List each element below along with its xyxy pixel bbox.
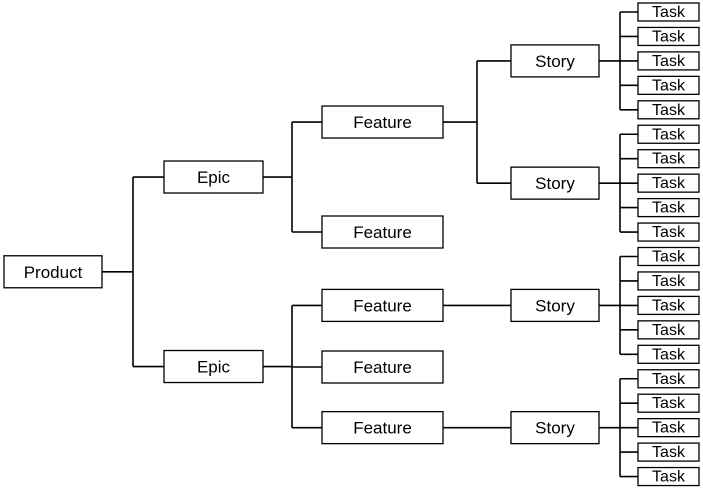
task-box bbox=[637, 100, 700, 120]
story-box bbox=[510, 410, 600, 445]
task-node: Task bbox=[637, 51, 700, 71]
story-label: Story bbox=[535, 296, 575, 315]
epic-box bbox=[163, 349, 264, 384]
task-label: Task bbox=[652, 371, 686, 388]
task-box bbox=[637, 51, 700, 71]
story-box bbox=[510, 44, 600, 78]
story-box bbox=[510, 288, 600, 323]
task-label: Task bbox=[652, 53, 686, 70]
feature-label: Feature bbox=[353, 296, 412, 315]
task-box bbox=[637, 295, 700, 316]
story-node: Story bbox=[510, 410, 600, 445]
task-label: Task bbox=[652, 224, 686, 241]
feature-node: Feature bbox=[321, 105, 444, 139]
product-box bbox=[3, 255, 103, 289]
task-label: Task bbox=[652, 420, 686, 437]
task-label: Task bbox=[652, 77, 686, 94]
story-label: Story bbox=[535, 52, 575, 71]
task-node: Task bbox=[637, 26, 700, 47]
task-node: Task bbox=[637, 271, 700, 291]
task-box bbox=[637, 26, 700, 47]
epic-box bbox=[163, 160, 264, 194]
epic-label: Epic bbox=[197, 168, 231, 187]
task-label: Task bbox=[652, 102, 686, 119]
task-label: Task bbox=[652, 346, 686, 363]
task-box bbox=[637, 2, 700, 22]
task-node: Task bbox=[637, 75, 700, 95]
task-box bbox=[637, 320, 700, 340]
task-label: Task bbox=[652, 444, 686, 461]
story-label: Story bbox=[535, 174, 575, 193]
task-node: Task bbox=[637, 222, 700, 242]
task-label: Task bbox=[652, 4, 686, 21]
task-node: Task bbox=[637, 124, 700, 144]
task-node: Task bbox=[637, 295, 700, 316]
task-node: Task bbox=[637, 369, 700, 389]
task-box bbox=[637, 197, 700, 218]
task-node: Task bbox=[637, 393, 700, 413]
task-box bbox=[637, 271, 700, 291]
task-node: Task bbox=[637, 149, 700, 169]
task-node: Task bbox=[637, 246, 700, 267]
feature-box bbox=[321, 215, 444, 249]
task-node: Task bbox=[637, 466, 700, 487]
feature-node: Feature bbox=[321, 215, 444, 249]
feature-label: Feature bbox=[353, 358, 412, 377]
product-node: Product bbox=[3, 255, 103, 289]
task-box bbox=[637, 344, 700, 364]
task-label: Task bbox=[652, 297, 686, 314]
epic-node: Epic bbox=[163, 349, 264, 384]
task-node: Task bbox=[637, 100, 700, 120]
task-box bbox=[637, 442, 700, 462]
task-box bbox=[637, 369, 700, 389]
task-box bbox=[637, 222, 700, 242]
story-node: Story bbox=[510, 288, 600, 323]
feature-box bbox=[321, 288, 444, 323]
task-node: Task bbox=[637, 173, 700, 193]
feature-box bbox=[321, 350, 444, 384]
feature-label: Feature bbox=[353, 223, 412, 242]
task-box bbox=[637, 75, 700, 95]
task-label: Task bbox=[652, 28, 686, 45]
feature-node: Feature bbox=[321, 288, 444, 323]
feature-label: Feature bbox=[353, 419, 412, 438]
task-node: Task bbox=[637, 2, 700, 22]
task-label: Task bbox=[652, 200, 686, 217]
task-box bbox=[637, 149, 700, 169]
task-box bbox=[637, 173, 700, 193]
feature-label: Feature bbox=[353, 113, 412, 132]
task-label: Task bbox=[652, 175, 686, 192]
task-box bbox=[637, 246, 700, 267]
product-label: Product bbox=[24, 263, 83, 282]
story-label: Story bbox=[535, 419, 575, 438]
story-node: Story bbox=[510, 44, 600, 78]
story-node: Story bbox=[510, 166, 600, 200]
task-box bbox=[637, 124, 700, 144]
task-node: Task bbox=[637, 442, 700, 462]
diagram-nodes: ProductEpicFeatureStoryTaskTaskTaskTaskT… bbox=[3, 2, 700, 487]
connector-lines bbox=[102, 11, 638, 478]
feature-node: Feature bbox=[321, 410, 444, 445]
task-label: Task bbox=[652, 126, 686, 143]
task-node: Task bbox=[637, 417, 700, 438]
task-label: Task bbox=[652, 469, 686, 486]
epic-label: Epic bbox=[197, 358, 231, 377]
task-label: Task bbox=[652, 249, 686, 266]
task-label: Task bbox=[652, 322, 686, 339]
epic-node: Epic bbox=[163, 160, 264, 194]
task-box bbox=[637, 393, 700, 413]
task-node: Task bbox=[637, 320, 700, 340]
task-box bbox=[637, 466, 700, 487]
feature-box bbox=[321, 410, 444, 445]
task-node: Task bbox=[637, 197, 700, 218]
feature-box bbox=[321, 105, 444, 139]
story-box bbox=[510, 166, 600, 200]
task-label: Task bbox=[652, 151, 686, 168]
task-label: Task bbox=[652, 273, 686, 290]
task-label: Task bbox=[652, 395, 686, 412]
task-box bbox=[637, 417, 700, 438]
task-node: Task bbox=[637, 344, 700, 364]
feature-node: Feature bbox=[321, 350, 444, 384]
